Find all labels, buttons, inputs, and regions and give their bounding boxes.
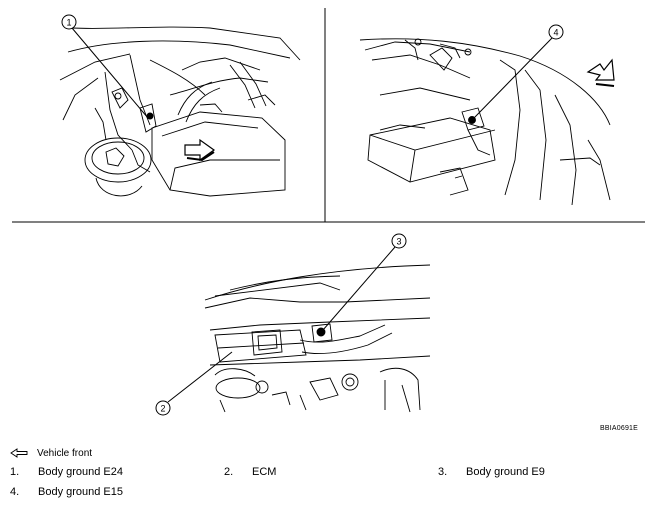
engine-bay-right-panel: [359, 38, 611, 206]
legend-item-label: Body ground E9: [466, 466, 545, 478]
ground-location-diagram: 1 4: [12, 8, 645, 416]
engine-bay-bottom-panel: [204, 264, 431, 413]
callout-1: 1: [61, 14, 149, 119]
legend-item-number: 2.: [224, 466, 234, 478]
callout-1-label: 1: [66, 18, 71, 28]
legend-item-number: 1.: [10, 466, 20, 478]
legend-item-label: Body ground E24: [38, 466, 124, 478]
vehicle-front-label: Vehicle front: [37, 447, 93, 459]
callout-2: 2: [155, 351, 233, 416]
front-arrow-icon: [184, 138, 216, 162]
legend-item-1: 1. Body ground E24: [10, 466, 123, 478]
front-arrow-icon-panel2: [586, 58, 615, 87]
legend-item-number: 3.: [438, 466, 448, 478]
legend-item-3: 3. Body ground E9: [438, 466, 545, 478]
callout-3: 3: [322, 233, 407, 331]
legend-item-4: 4. Body ground E15: [10, 486, 123, 498]
legend-item-2: 2. ECM: [224, 466, 276, 478]
vehicle-front-legend: Vehicle front: [10, 446, 92, 460]
callout-2-label: 2: [160, 404, 165, 414]
callout-4: 4: [473, 24, 564, 119]
vehicle-front-arrow-icon: [10, 448, 28, 458]
figure-code: BBIA0691E: [600, 425, 638, 432]
callout-4-label: 4: [553, 28, 558, 38]
legend-item-number: 4.: [10, 486, 20, 498]
engine-bay-left-panel: [59, 26, 301, 197]
legend-item-label: Body ground E15: [38, 486, 124, 498]
legend-item-label: ECM: [252, 466, 277, 478]
callout-3-label: 3: [396, 237, 401, 247]
